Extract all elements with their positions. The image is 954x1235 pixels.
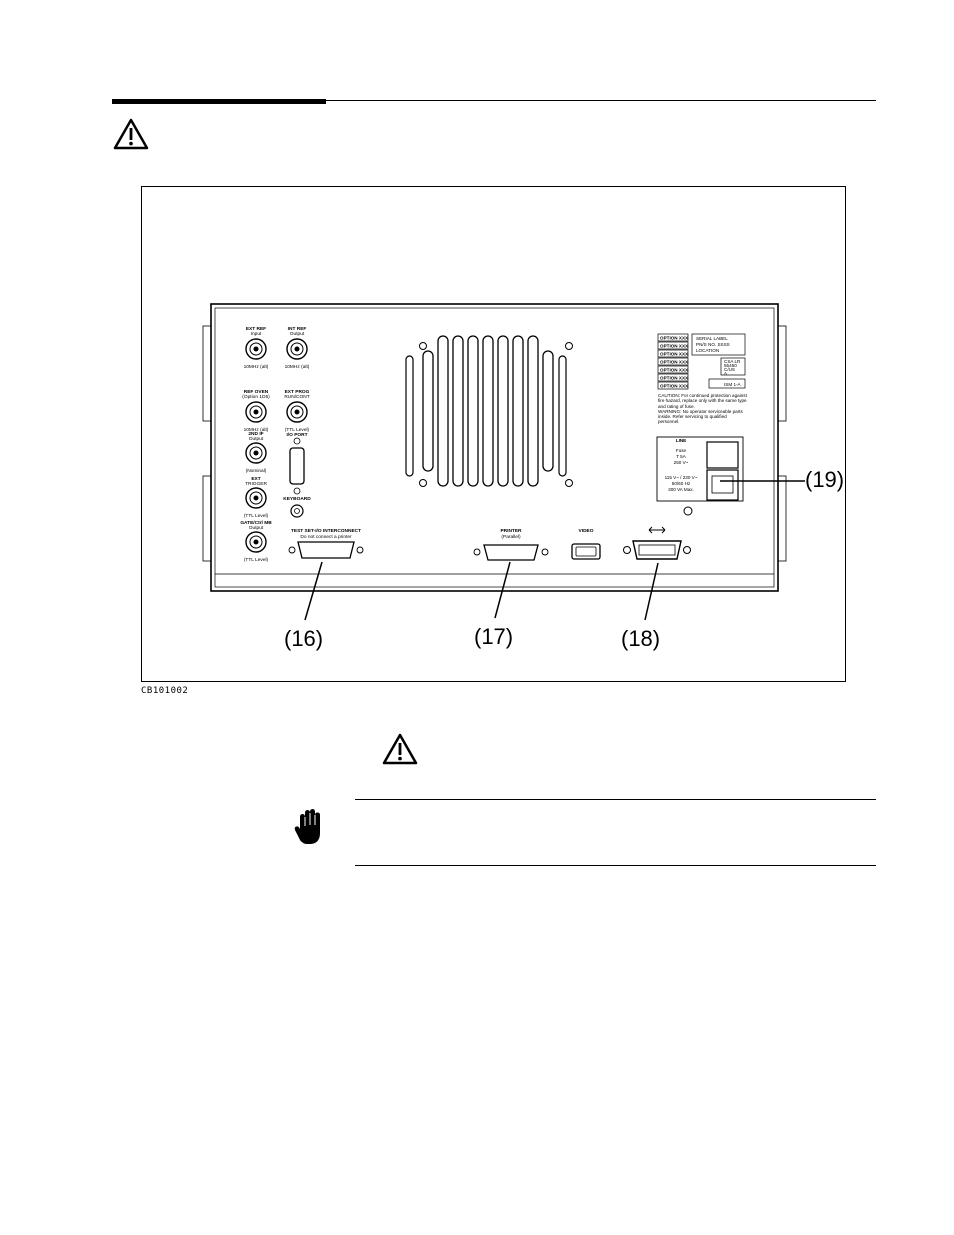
label-2nd-if-sub: Output (249, 436, 264, 442)
rear-panel-drawing: EXT REF Input 10MHz (alt) INT REF Output… (202, 303, 844, 651)
bnc-2nd-if (245, 442, 267, 464)
note-rule-bottom (355, 865, 876, 866)
bnc-int-ref (286, 338, 308, 360)
callout-16: (16) (284, 626, 323, 651)
serial-label-line3: LOCATION (696, 348, 719, 353)
option-tag-label: OPTION XXX (660, 352, 689, 357)
caution-triangle-icon (382, 733, 418, 765)
label-ext-trigger-sub: TRIGGER (245, 481, 267, 487)
csa-line1: CSA LR (724, 359, 741, 364)
note-rule-top (355, 799, 876, 800)
fuse-rating-1: T 5A (676, 454, 687, 459)
io-port-connector (289, 437, 305, 495)
label-io-port: I/O PORT (286, 432, 307, 438)
csa-line2: 55450 (724, 363, 737, 368)
option-tag-labels: OPTION XXX OPTION XXX OPTION XXX OPTION XXX… (660, 336, 689, 389)
hand-stop-icon (294, 807, 324, 847)
line-power-module (656, 436, 744, 502)
test-set-interconnect-connector (288, 541, 364, 559)
ism-label-box (708, 378, 746, 389)
label-test-set: TEST SET-I/O INTERCONNECT (291, 528, 361, 534)
gpib-connector (623, 526, 691, 560)
option-tag-label: OPTION XXX (660, 376, 689, 381)
label-ext-prog-sub: RUN/CONT (284, 394, 309, 400)
vent-grille (405, 335, 573, 487)
bnc-ext-ref (245, 338, 267, 360)
label-gate-output-bottom: (TTL Level) (244, 557, 269, 563)
label-ext-prog-bottom: (TTL Level) (285, 427, 310, 433)
option-tag-label: OPTION XXX (660, 384, 689, 389)
bnc-ref-oven (245, 401, 267, 423)
csa-line3: C/US (724, 367, 735, 372)
option-tags (657, 333, 689, 390)
label-ref-oven-bottom: 10MHz (alt) (244, 427, 269, 433)
label-test-set-warning: Do not connect a printer (300, 534, 352, 540)
fuse-rating-2: 250 V~ (674, 460, 689, 465)
label-int-ref-sub: Output (290, 331, 305, 337)
label-ext-trigger-bottom: (TTL Level) (244, 513, 269, 519)
leader-line-18 (644, 562, 659, 621)
line-label: LINE (676, 438, 686, 443)
csa-line4: A (724, 371, 728, 376)
label-printer: PRINTER (500, 528, 522, 534)
label-gate-output-sub: Output (249, 525, 264, 531)
bnc-gate-output (245, 531, 267, 553)
option-tag-label: OPTION XXX (660, 336, 689, 341)
option-tag-label: OPTION XXX (660, 360, 689, 365)
ground-screw (683, 506, 693, 516)
label-ext-trigger: EXT (251, 476, 260, 482)
label-int-ref: INT REF (288, 326, 307, 332)
power-label: 300 VA Max. (668, 487, 694, 492)
label-ext-ref-bottom: 10MHz (alt) (244, 364, 269, 370)
caution-text-block: CAUTION: For continued protection agains… (658, 393, 747, 425)
frequency-label: 50/60 Hz (672, 481, 691, 486)
label-int-ref-bottom: 10MHz (alt) (285, 364, 310, 370)
option-tag-label: OPTION XXX (660, 344, 689, 349)
fuse-label: Fuse (676, 448, 687, 453)
leader-line-16 (304, 561, 323, 621)
label-gate-output: GATE/Ctrl MB (240, 520, 272, 526)
voltage-label: 115 V~ / 230 V~ (665, 475, 698, 480)
header-rule-thick (112, 99, 326, 104)
serial-label-box (691, 333, 746, 356)
video-connector (571, 543, 601, 560)
label-video: VIDEO (579, 528, 594, 534)
label-ref-oven-sub: (Option 1D5) (242, 394, 270, 400)
printer-connector (473, 544, 549, 561)
caution-text: CAUTION: For continued protection agains… (658, 393, 747, 409)
csa-label-box (720, 357, 746, 376)
header-rule-thin (326, 100, 876, 101)
label-ref-oven: REF OVEN (244, 389, 269, 395)
leader-line-17 (494, 561, 511, 619)
ism-label: ISM 1-A (724, 382, 742, 387)
warning-text: WARNING: No operator serviceable parts i… (658, 408, 743, 425)
label-2nd-if: 2ND IF (248, 431, 263, 437)
bnc-ext-prog (286, 401, 308, 423)
keyboard-connector (290, 504, 304, 518)
callout-18: (18) (621, 626, 660, 651)
serial-label-line2: PN/S NO. SSSS (696, 342, 730, 347)
figure-id: CB101002 (141, 686, 189, 696)
label-2nd-if-bottom: (Nominal) (246, 468, 267, 474)
figure-frame (141, 186, 846, 682)
option-tag-label: OPTION XXX (660, 368, 689, 373)
label-keyboard: KEYBOARD (283, 496, 311, 502)
label-ext-ref: EXT REF (246, 326, 266, 332)
serial-label-line1: SERIAL LABEL (696, 336, 728, 341)
label-ext-prog: EXT PROG (285, 389, 310, 395)
callout-19: (19) (805, 467, 844, 492)
caution-triangle-icon (113, 118, 149, 150)
label-printer-sub: (Parallel) (501, 534, 521, 540)
bnc-ext-trigger (245, 487, 267, 509)
callout-17: (17) (474, 624, 513, 649)
label-ext-ref-sub: Input (251, 331, 262, 337)
